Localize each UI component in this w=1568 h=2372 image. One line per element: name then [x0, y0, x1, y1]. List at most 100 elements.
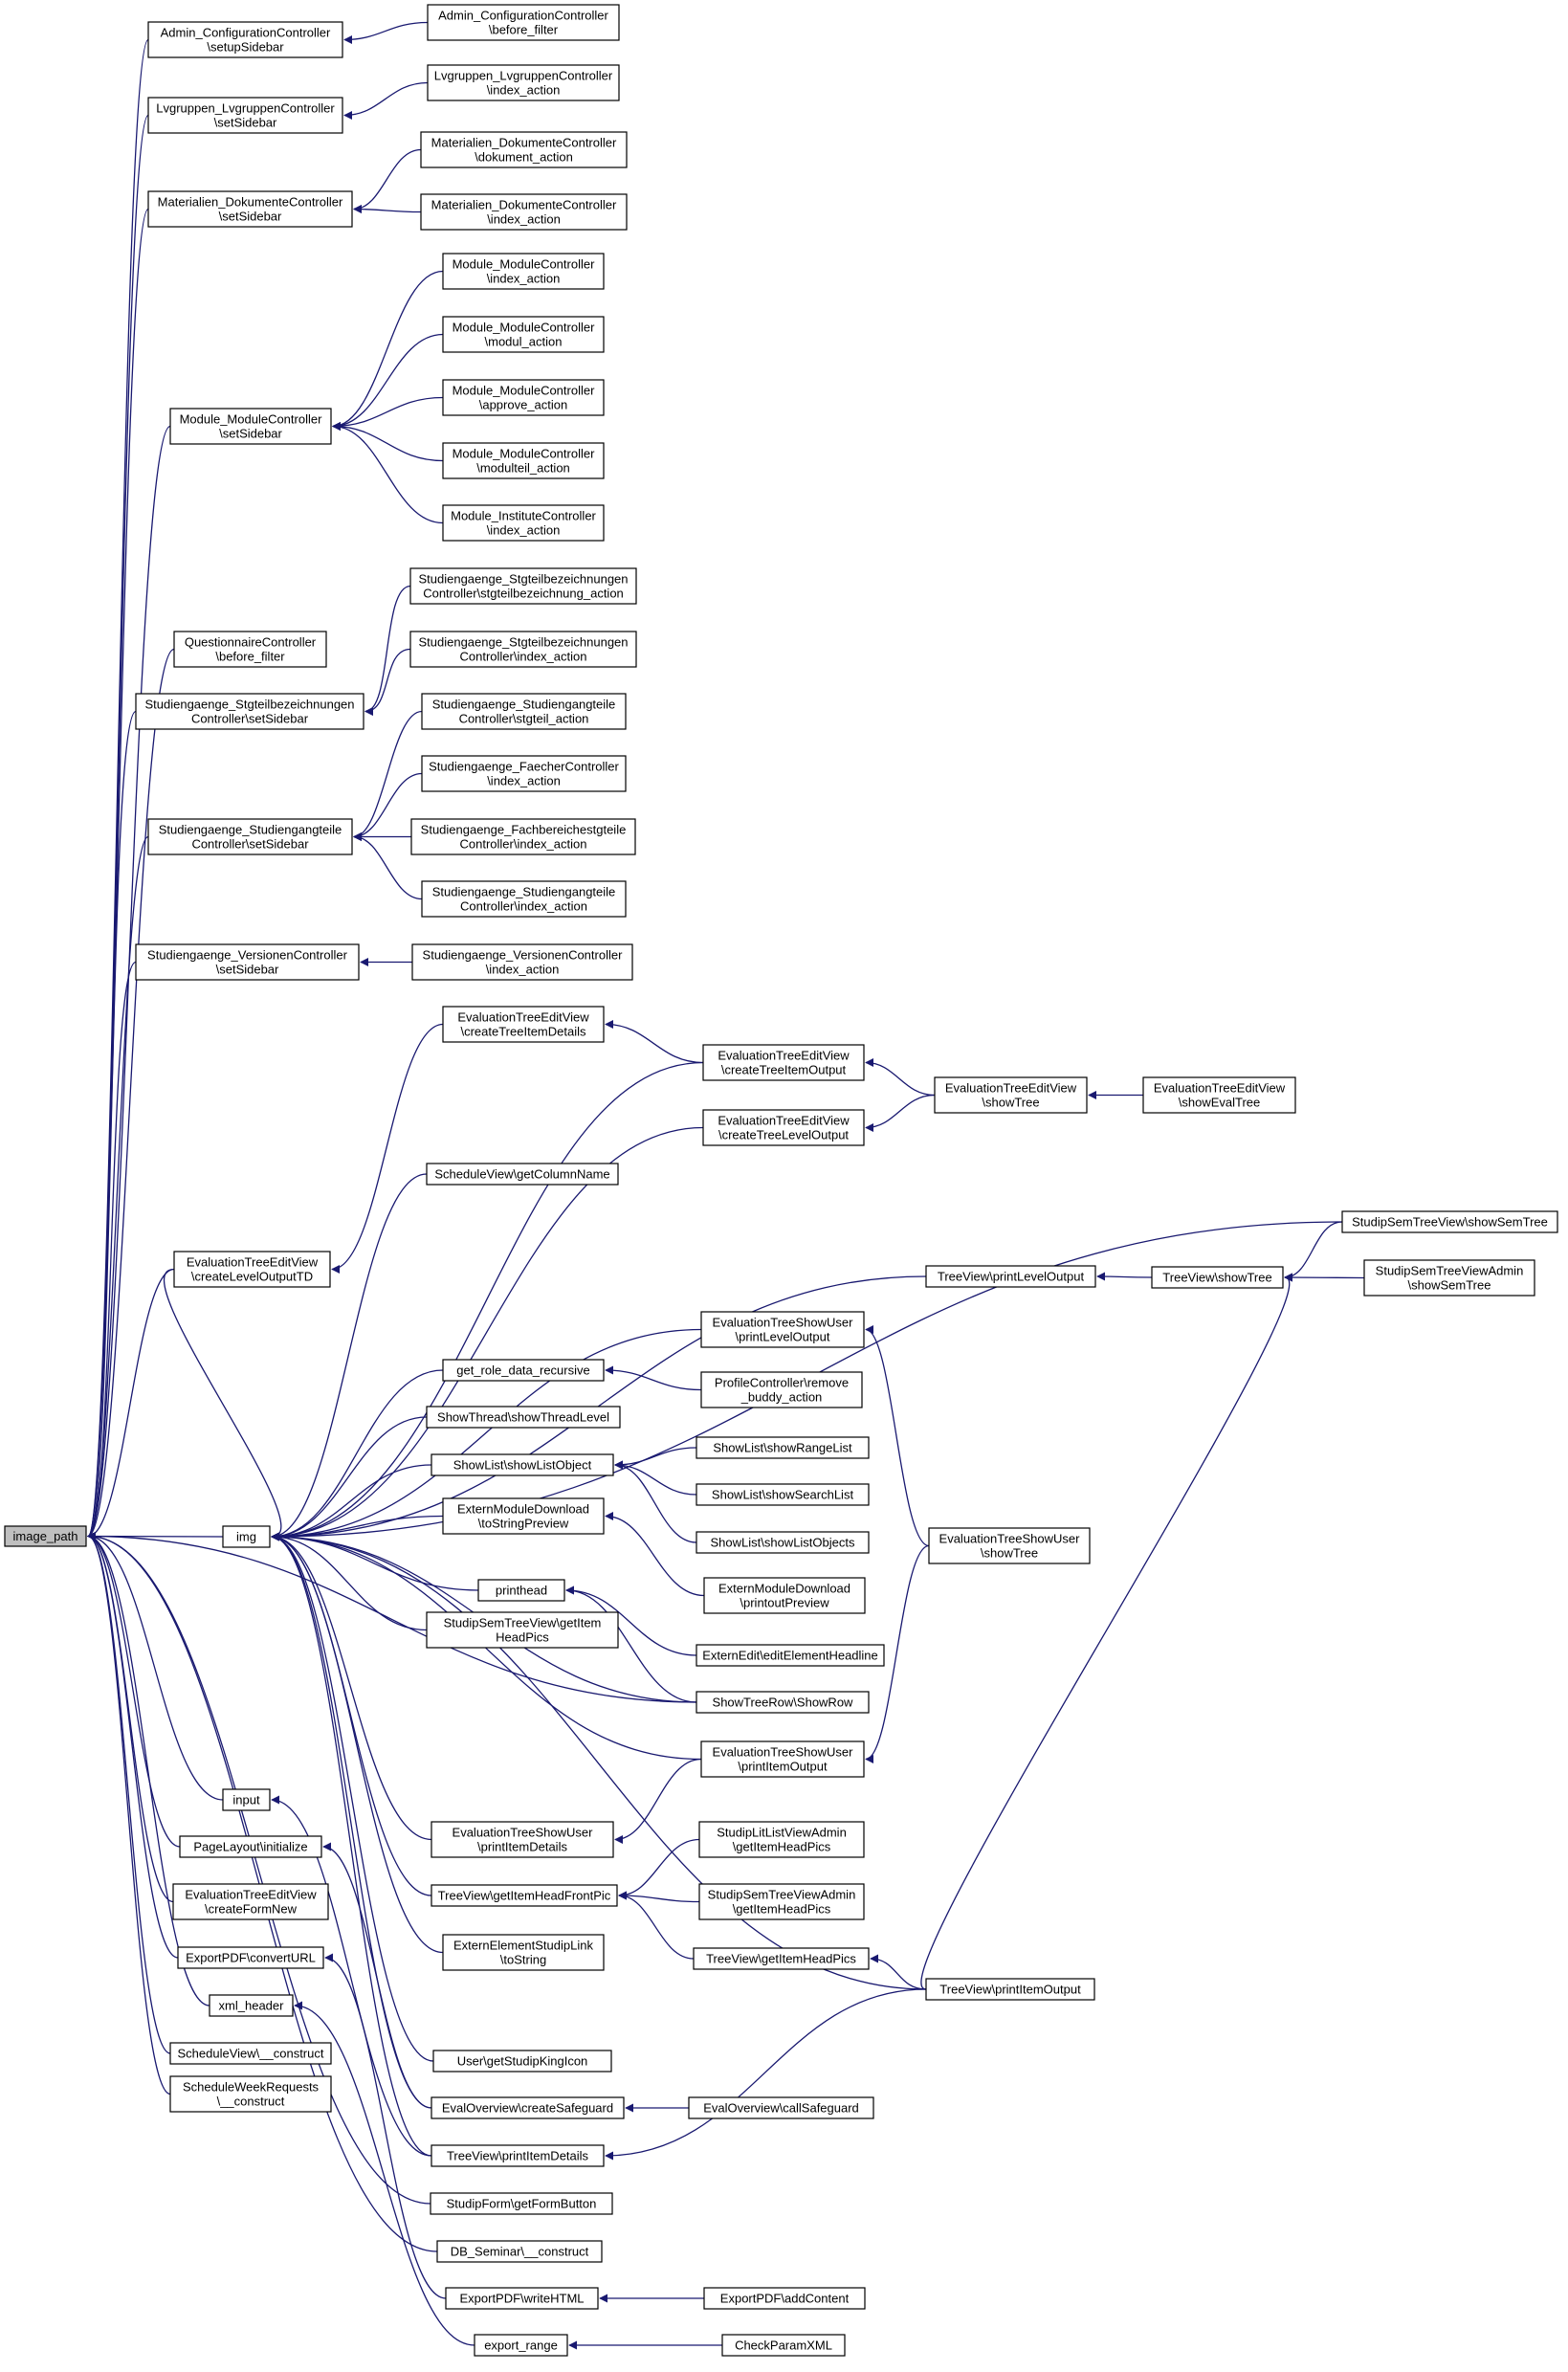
- node-externedit_headline[interactable]: ExternEdit\editElementHeadline: [696, 1644, 885, 1667]
- node-label: \index_action: [487, 83, 561, 98]
- node-input[interactable]: input: [222, 1788, 271, 1811]
- node-label: HeadPics: [496, 1630, 549, 1645]
- node-xml_header[interactable]: xml_header: [209, 1994, 294, 2017]
- node-tv_getItemHeadFrontPic[interactable]: TreeView\getItemHeadFrontPic: [431, 1884, 618, 1907]
- node-printhead[interactable]: printhead: [477, 1579, 565, 1602]
- node-label: StudipSemTreeView\getItem: [444, 1616, 602, 1630]
- node-evaloverview_callSafeguard[interactable]: EvalOverview\callSafeguard: [688, 2096, 874, 2119]
- edge-emd_toStringPreview-to-img: [271, 1515, 444, 1541]
- node-ete_createTreeItemOutput[interactable]: EvaluationTreeEditView\createTreeItemOut…: [702, 1044, 865, 1081]
- node-quest_before[interactable]: QuestionnaireController\before_filter: [173, 631, 327, 668]
- node-label: Studiengaenge_Fachbereichestgteile: [421, 823, 627, 837]
- node-label: img: [236, 1530, 256, 1544]
- node-box: [445, 2287, 599, 2310]
- node-evaloverview_createSafeguard[interactable]: EvalOverview\createSafeguard: [431, 2096, 625, 2119]
- node-stg_bez_setSidebar[interactable]: Studiengaenge_StgteilbezeichnungenContro…: [135, 693, 364, 730]
- edge-ssta_showSemTree-to-tv_showTree: [1284, 1273, 1365, 1282]
- node-tv_getItemHeadPics[interactable]: TreeView\getItemHeadPics: [693, 1947, 870, 1970]
- node-tv_showTree[interactable]: TreeView\showTree: [1151, 1266, 1284, 1289]
- node-emd_printoutPreview[interactable]: ExternModuleDownload\printoutPreview: [703, 1577, 866, 1614]
- node-lvg_setSidebar[interactable]: Lvgruppen_LvgruppenController\setSidebar: [147, 97, 343, 134]
- node-box: [442, 379, 605, 416]
- node-mod_approve[interactable]: Module_ModuleController\approve_action: [442, 379, 605, 416]
- node-box: [147, 190, 353, 228]
- node-label: Controller\setSidebar: [191, 712, 309, 726]
- node-showlist_search[interactable]: ShowList\showSearchList: [696, 1483, 870, 1506]
- node-mat_index[interactable]: Materialien_DokumenteController\index_ac…: [420, 193, 628, 231]
- node-faecher_index[interactable]: Studiengaenge_FaecherController\index_ac…: [421, 755, 627, 792]
- node-sllva_getItemHeadPics[interactable]: StudipLitListViewAdmin\getItemHeadPics: [698, 1821, 865, 1858]
- node-box: [698, 1883, 865, 1920]
- node-sst_getItemHeadPics[interactable]: StudipSemTreeView\getItemHeadPics: [426, 1611, 619, 1649]
- node-box: [147, 818, 353, 855]
- node-showtreerow[interactable]: ShowTreeRow\ShowRow: [696, 1691, 870, 1714]
- node-studipform_getFormButton[interactable]: StudipForm\getFormButton: [430, 2192, 613, 2215]
- node-image_path[interactable]: image_path: [4, 1525, 87, 1547]
- node-etsu_printLevelOutput[interactable]: EvaluationTreeShowUser\printLevelOutput: [700, 1311, 865, 1348]
- node-mod_modulteil[interactable]: Module_ModuleController\modulteil_action: [442, 442, 605, 479]
- node-showlist_range[interactable]: ShowList\showRangeList: [696, 1436, 870, 1459]
- node-ssta_showSemTree[interactable]: StudipSemTreeViewAdmin\showSemTree: [1363, 1259, 1535, 1297]
- node-ete_createTreeItemDetails[interactable]: EvaluationTreeEditView\createTreeItemDet…: [442, 1006, 605, 1043]
- node-etsu_printItemDetails[interactable]: EvaluationTreeShowUser\printItemDetails: [431, 1821, 614, 1858]
- node-stg_bez_action[interactable]: Studiengaenge_StgteilbezeichnungenContro…: [409, 567, 637, 605]
- node-stg_teile_stgteil[interactable]: Studiengaenge_StudiengangteileController…: [421, 693, 627, 730]
- node-lvg_index[interactable]: Lvgruppen_LvgruppenController\index_acti…: [427, 64, 620, 101]
- node-mod_setSidebar[interactable]: Module_ModuleController\setSidebar: [169, 408, 332, 445]
- node-etsu_printItemOutput[interactable]: EvaluationTreeShowUser\printItemOutput: [700, 1740, 865, 1778]
- node-sched_getColumnName[interactable]: ScheduleView\getColumnName: [426, 1163, 619, 1186]
- node-label: Lvgruppen_LvgruppenController: [434, 69, 613, 83]
- node-fachber_index[interactable]: Studiengaenge_FachbereichestgteileContro…: [410, 818, 636, 855]
- node-stg_teile_setSidebar[interactable]: Studiengaenge_StudiengangteileController…: [147, 818, 353, 855]
- node-exportpdf_addContent[interactable]: ExportPDF\addContent: [703, 2287, 866, 2310]
- node-ete_createLevelOutputTD[interactable]: EvaluationTreeEditView\createLevelOutput…: [173, 1251, 331, 1288]
- edge-mod_approve-to-mod_setSidebar: [332, 396, 444, 431]
- node-label: ExternModuleDownload: [718, 1582, 850, 1596]
- node-box: [1341, 1210, 1558, 1233]
- node-admin_setupSidebar[interactable]: Admin_ConfigurationController\setupSideb…: [147, 21, 343, 58]
- node-ete_createTreeLevelOutput[interactable]: EvaluationTreeEditView\createTreeLevelOu…: [702, 1109, 865, 1146]
- node-label: Controller\stgteilbezeichnung_action: [423, 587, 624, 601]
- node-mod_inst_index[interactable]: Module_InstituteController\index_action: [442, 504, 605, 542]
- node-box: [426, 1406, 621, 1429]
- node-exportpdf_writeHTML[interactable]: ExportPDF\writeHTML: [445, 2287, 599, 2310]
- node-profile_remove_buddy[interactable]: ProfileController\remove_buddy_action: [700, 1371, 863, 1408]
- node-stg_bez_index[interactable]: Studiengaenge_StgteilbezeichnungenContro…: [409, 631, 637, 668]
- node-box: [702, 1044, 865, 1081]
- node-exportpdf_convertURL[interactable]: ExportPDF\convertURL: [177, 1946, 324, 1969]
- node-ssta_getItemHeadPics[interactable]: StudipSemTreeViewAdmin\getItemHeadPics: [698, 1883, 865, 1920]
- node-mat_setSidebar[interactable]: Materialien_DokumenteController\setSideb…: [147, 190, 353, 228]
- node-showlist_object[interactable]: ShowList\showListObject: [431, 1453, 614, 1476]
- node-get_role_data[interactable]: get_role_data_recursive: [442, 1359, 605, 1382]
- node-img[interactable]: img: [222, 1525, 271, 1548]
- node-label: Module_ModuleController: [453, 447, 596, 461]
- node-emd_toStringPreview[interactable]: ExternModuleDownload\toStringPreview: [442, 1497, 605, 1535]
- node-tv_printItemOutput[interactable]: TreeView\printItemOutput: [925, 1978, 1095, 2001]
- node-eesl_toString[interactable]: ExternElementStudipLink\toString: [442, 1934, 605, 1971]
- node-ete_createFormNew[interactable]: EvaluationTreeEditView\createFormNew: [172, 1883, 329, 1920]
- edge-showtreerow-to-image_path: [87, 1532, 697, 1703]
- node-swr_construct[interactable]: ScheduleWeekRequests\__construct: [169, 2075, 332, 2113]
- node-user_getStudipKingIcon[interactable]: User\getStudipKingIcon: [432, 2050, 612, 2073]
- node-mod_modul[interactable]: Module_ModuleController\modul_action: [442, 316, 605, 353]
- node-export_range[interactable]: export_range: [474, 2334, 568, 2357]
- node-tv_printItemDetails[interactable]: TreeView\printItemDetails: [431, 2144, 605, 2167]
- node-ete_showEvalTree[interactable]: EvaluationTreeEditView\showEvalTree: [1142, 1076, 1296, 1114]
- node-stg_teile_index[interactable]: Studiengaenge_StudiengangteileController…: [421, 880, 627, 918]
- node-admin_before_filter[interactable]: Admin_ConfigurationController\before_fil…: [427, 4, 620, 41]
- node-etsu_showTree[interactable]: EvaluationTreeShowUser\showTree: [928, 1527, 1091, 1564]
- node-scheduleview_construct[interactable]: ScheduleView\__construct: [169, 2042, 332, 2065]
- node-mod_index[interactable]: Module_ModuleController\index_action: [442, 253, 605, 290]
- node-mat_dokument[interactable]: Materialien_DokumenteController\dokument…: [420, 131, 628, 168]
- node-box: [427, 4, 620, 41]
- node-db_seminar_construct[interactable]: DB_Seminar\__construct: [436, 2240, 603, 2263]
- node-tv_printLevelOutput[interactable]: TreeView\printLevelOutput: [925, 1265, 1096, 1288]
- node-showlist_objects[interactable]: ShowList\showListObjects: [696, 1531, 870, 1554]
- node-pagelayout_init[interactable]: PageLayout\initialize: [179, 1835, 322, 1858]
- node-checkparamxml[interactable]: CheckParamXML: [721, 2334, 846, 2357]
- node-ete_showTree[interactable]: EvaluationTreeEditView\showTree: [934, 1076, 1088, 1114]
- node-sst_showSemTree[interactable]: StudipSemTreeView\showSemTree: [1341, 1210, 1558, 1233]
- node-showthread_level[interactable]: ShowThread\showThreadLevel: [426, 1406, 621, 1429]
- node-vers_index[interactable]: Studiengaenge_VersionenController\index_…: [411, 943, 633, 981]
- node-vers_setSidebar[interactable]: Studiengaenge_VersionenController\setSid…: [135, 943, 360, 981]
